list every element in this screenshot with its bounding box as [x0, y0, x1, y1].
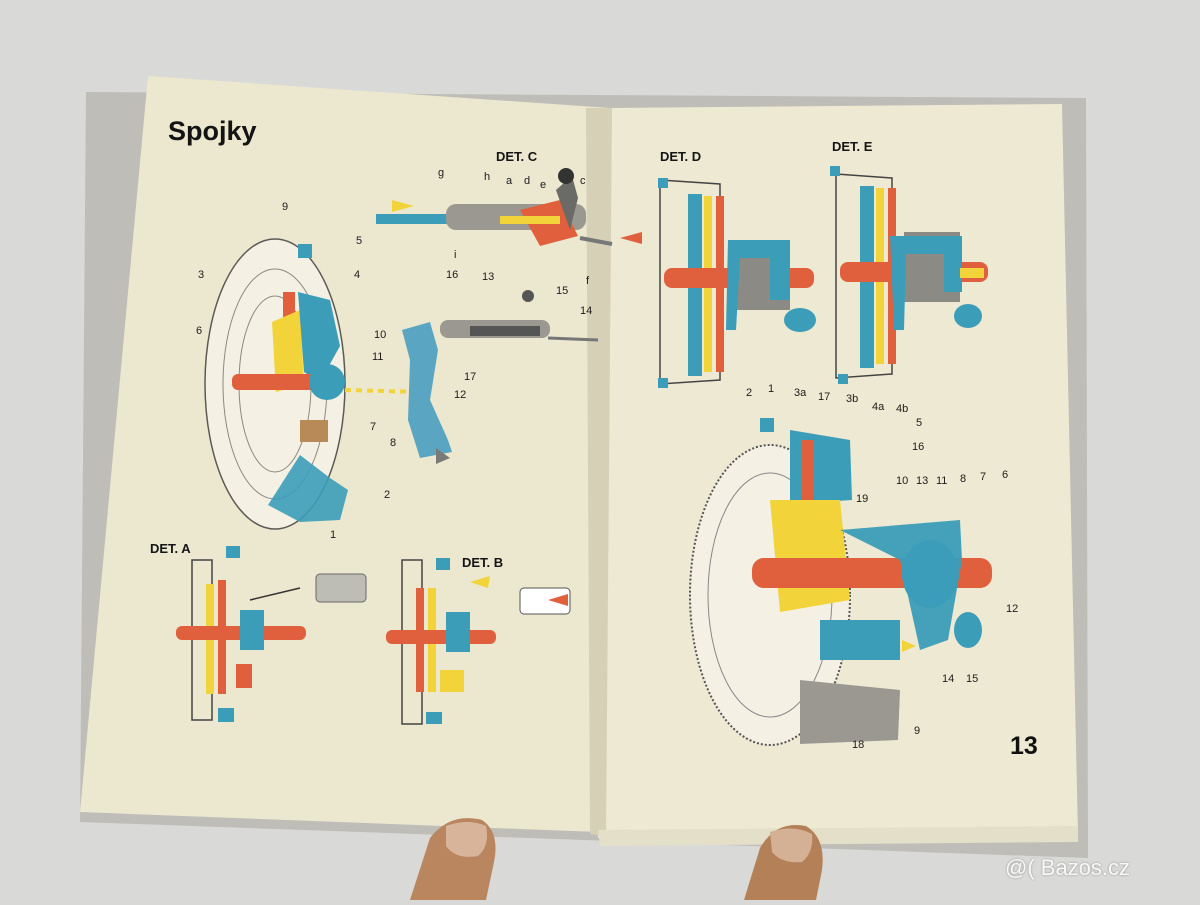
callout-label: 7 — [980, 471, 987, 483]
callout-label: 5 — [356, 235, 363, 247]
det-c-assembly — [376, 168, 642, 246]
callout-label: 10 — [896, 475, 909, 487]
det-a-heading: DET. A — [150, 541, 191, 556]
callout-label: 10 — [374, 329, 387, 341]
det-d-diagram — [658, 178, 816, 388]
page-title: Spojky — [168, 116, 257, 146]
callout-label: 12 — [454, 389, 467, 401]
callout-label: 4a — [872, 401, 885, 413]
det-b-diagram — [386, 558, 571, 725]
det-a-diagram — [176, 546, 367, 722]
det-e-diagram — [830, 166, 988, 384]
callout-label: 2 — [746, 387, 753, 399]
callout-label: 1 — [768, 383, 775, 395]
callout-label: 12 — [1006, 603, 1019, 615]
callout-label: 14 — [580, 305, 593, 317]
callout-label: 17 — [464, 371, 477, 383]
callout-label: 13 — [482, 271, 495, 283]
det-c-heading: DET. C — [496, 149, 538, 164]
callout-letter: c — [580, 175, 586, 187]
callout-label: 6 — [196, 325, 203, 337]
callout-label: 11 — [936, 475, 948, 487]
callout-label: 8 — [390, 437, 397, 449]
callout-letter: e — [540, 179, 547, 191]
callout-label: 3a — [794, 387, 807, 399]
callout-label: 7 — [370, 421, 377, 433]
callout-letter: d — [524, 175, 531, 187]
det-e-heading: DET. E — [832, 139, 873, 154]
callout-label: 3b — [846, 393, 859, 405]
callout-letter: i — [454, 249, 457, 261]
callout-label: 16 — [912, 441, 925, 453]
callout-label: 15 — [556, 285, 569, 297]
callout-label: 14 — [942, 673, 955, 685]
callout-label: 1 — [330, 529, 337, 541]
callout-letter: a — [506, 175, 513, 187]
main-clutch-left — [204, 238, 421, 530]
release-lever — [402, 290, 599, 464]
left-page — [80, 76, 610, 832]
callout-label: 11 — [372, 351, 384, 363]
callout-label: 16 — [446, 269, 459, 281]
callout-label: 17 — [818, 391, 831, 403]
callout-label: 4b — [896, 403, 909, 415]
callout-label: 3 — [198, 269, 205, 281]
callout-label: 9 — [282, 201, 289, 213]
callout-letter: f — [586, 275, 590, 287]
callout-label: 6 — [1002, 469, 1009, 481]
callout-label: 5 — [916, 417, 923, 429]
callout-label: 9 — [914, 725, 921, 737]
callout-letter: g — [438, 167, 445, 179]
callout-label: 13 — [916, 475, 929, 487]
callout-label: 8 — [960, 473, 967, 485]
callout-label: 18 — [852, 739, 865, 751]
callout-label: 19 — [856, 493, 869, 505]
callout-label: 4 — [354, 269, 361, 281]
det-d-heading: DET. D — [660, 149, 702, 164]
main-clutch-right — [689, 418, 992, 746]
site-watermark: @( Bazos.cz — [1005, 855, 1131, 880]
callout-label: 2 — [384, 489, 391, 501]
det-b-heading: DET. B — [462, 555, 504, 570]
page-number: 13 — [1010, 732, 1038, 760]
callout-letter: h — [484, 171, 491, 183]
callout-label: 15 — [966, 673, 979, 685]
